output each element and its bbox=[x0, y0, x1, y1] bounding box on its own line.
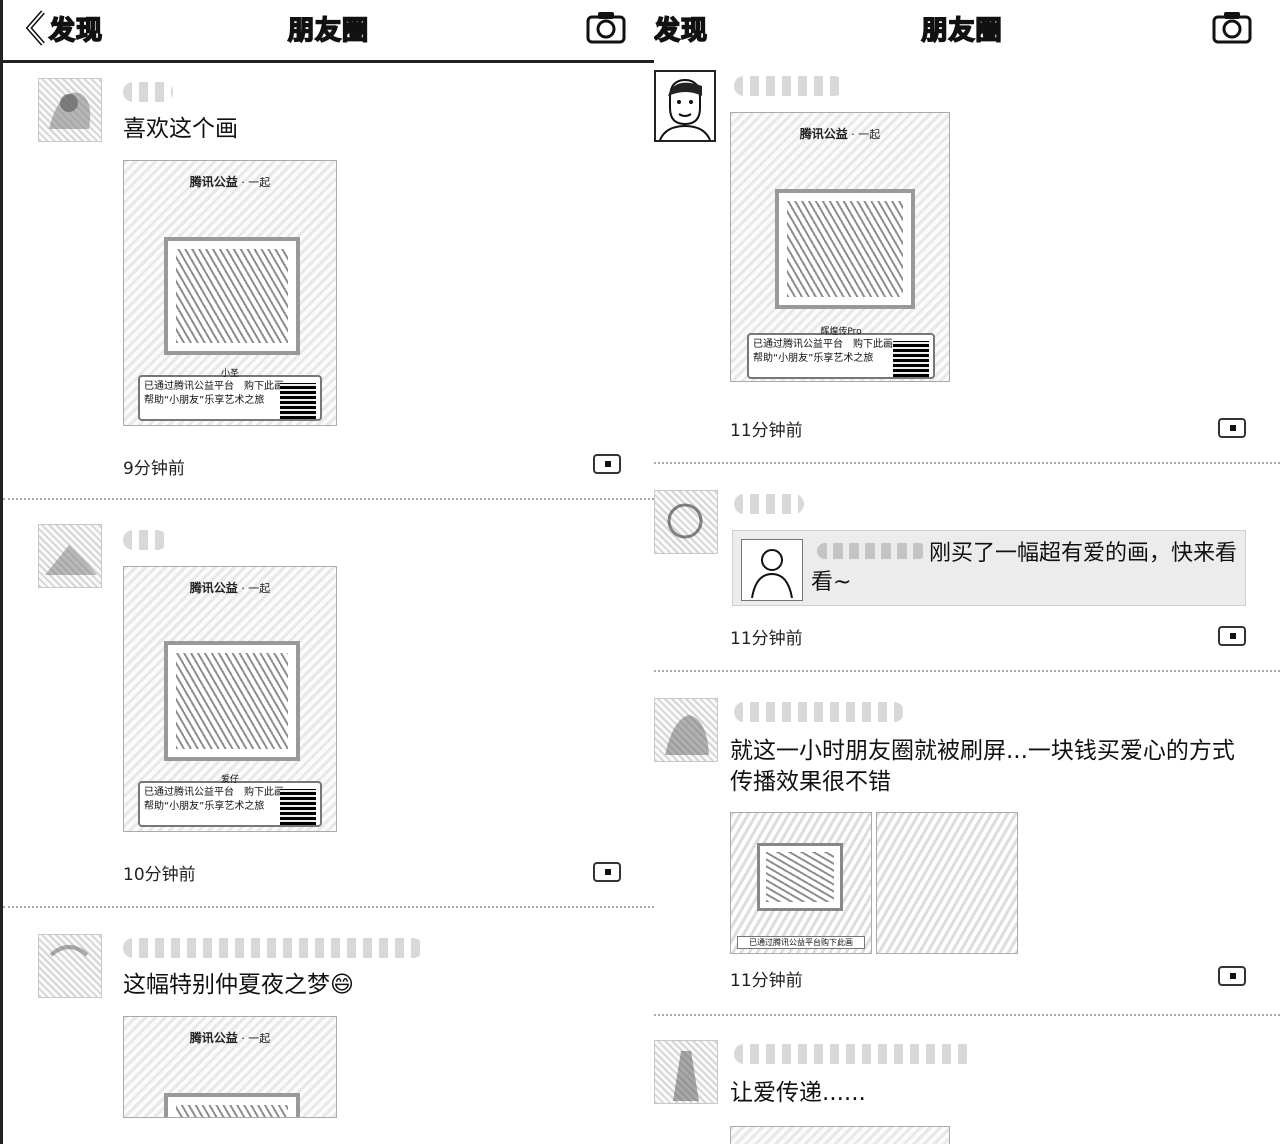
shared-text: 刚买了一幅超有爱的画，快来看看~ bbox=[811, 541, 1238, 595]
page-title: 朋友圈 bbox=[287, 15, 369, 47]
card-line: 已通过腾讯公益平台 购下此画 bbox=[753, 339, 893, 350]
nav-bar: 发现 朋友圈 bbox=[3, 0, 654, 63]
post-image[interactable] bbox=[730, 1126, 950, 1144]
post-divider bbox=[3, 906, 654, 908]
brand-label: 腾讯公益 bbox=[189, 175, 238, 189]
qr-code bbox=[893, 341, 929, 377]
back-label: 发现 bbox=[654, 15, 709, 47]
painting-frame bbox=[757, 843, 843, 911]
post-text: 喜欢这个画 bbox=[123, 116, 238, 142]
moments-panel-right: 发现 朋友圈 腾讯公益 · 一起 辉煌传Pro 已通过腾讯公益平台 购下此画 帮… bbox=[654, 0, 1280, 1144]
brand-label: 腾讯公益 bbox=[189, 1031, 238, 1045]
donation-card: 爱仔 已通过腾讯公益平台 购下此画 帮助“小朋友”乐享艺术之旅 bbox=[138, 775, 322, 827]
post-image[interactable] bbox=[876, 812, 1018, 954]
card-name: 小圣 bbox=[220, 369, 239, 379]
camera-icon[interactable] bbox=[586, 10, 626, 44]
card-name: 爱仔 bbox=[220, 775, 239, 785]
user-name[interactable] bbox=[123, 938, 423, 958]
post-text: 让爱传递...... bbox=[730, 1080, 866, 1106]
card-line: 帮助“小朋友”乐享艺术之旅 bbox=[753, 353, 874, 364]
post-text: 这幅特别仲夏夜之梦😄 bbox=[123, 972, 354, 998]
shared-link-card[interactable]: 刚买了一幅超有爱的画，快来看看~ bbox=[732, 530, 1246, 606]
donation-card: 小圣 已通过腾讯公益平台 购下此画 帮助“小朋友”乐享艺术之旅 bbox=[138, 369, 322, 421]
moments-panel-left: 发现 朋友圈 喜欢这个画 腾讯公益 · 一起 小圣 已通过腾讯公益平台 购下此画… bbox=[0, 0, 654, 1144]
post-time: 9分钟前 bbox=[123, 459, 185, 479]
brand-sub: 一起 bbox=[248, 582, 271, 595]
post-divider bbox=[3, 498, 654, 500]
post-image[interactable]: 已通过腾讯公益平台购下此画 bbox=[730, 812, 872, 954]
card-line: 帮助“小朋友”乐享艺术之旅 bbox=[144, 395, 265, 406]
avatar[interactable] bbox=[38, 78, 102, 142]
user-name[interactable] bbox=[123, 530, 167, 550]
qr-code bbox=[280, 383, 316, 419]
post-time: 11分钟前 bbox=[730, 629, 803, 649]
brand-label: 腾讯公益 bbox=[799, 127, 848, 141]
brand-label: 腾讯公益 bbox=[189, 581, 238, 595]
painting-frame bbox=[164, 1093, 300, 1117]
user-name[interactable] bbox=[734, 494, 804, 514]
chevron-left-icon bbox=[25, 10, 45, 46]
page-title: 朋友圈 bbox=[921, 15, 1003, 47]
card-line: 帮助“小朋友”乐享艺术之旅 bbox=[144, 801, 265, 812]
shared-thumbnail bbox=[741, 539, 803, 601]
card-line: 已通过腾讯公益平台 购下此画 bbox=[144, 381, 284, 392]
post-divider bbox=[654, 670, 1280, 672]
painting-frame bbox=[164, 237, 300, 355]
post-time: 10分钟前 bbox=[123, 865, 196, 885]
brand-sub: 一起 bbox=[858, 128, 881, 141]
thumb-caption: 已通过腾讯公益平台购下此画 bbox=[737, 936, 865, 949]
back-label: 发现 bbox=[48, 15, 104, 47]
avatar[interactable] bbox=[654, 490, 718, 554]
user-name[interactable] bbox=[734, 702, 904, 722]
user-name[interactable] bbox=[734, 76, 844, 96]
nav-bar: 发现 朋友圈 bbox=[654, 0, 1280, 60]
post-divider bbox=[654, 462, 1280, 464]
post-time: 11分钟前 bbox=[730, 421, 803, 441]
avatar[interactable] bbox=[654, 70, 716, 142]
comment-dots-icon[interactable] bbox=[593, 862, 621, 882]
back-button[interactable]: 发现 bbox=[654, 8, 708, 48]
post-time: 11分钟前 bbox=[730, 971, 803, 991]
brand-sub: 一起 bbox=[248, 1032, 271, 1045]
painting-frame bbox=[775, 189, 915, 309]
comment-dots-icon[interactable] bbox=[593, 454, 621, 474]
donation-card: 辉煌传Pro 已通过腾讯公益平台 购下此画 帮助“小朋友”乐享艺术之旅 bbox=[747, 327, 935, 379]
comment-dots-icon[interactable] bbox=[1218, 966, 1246, 986]
emoji: 😄 bbox=[330, 972, 354, 998]
back-button[interactable]: 发现 bbox=[23, 8, 103, 48]
painting-frame bbox=[164, 641, 300, 761]
card-name: 辉煌传Pro bbox=[820, 327, 862, 337]
comment-dots-icon[interactable] bbox=[1218, 626, 1246, 646]
post-divider bbox=[654, 1014, 1280, 1016]
shared-user-name bbox=[817, 543, 927, 559]
avatar[interactable] bbox=[654, 1040, 718, 1104]
qr-code bbox=[280, 789, 316, 825]
avatar[interactable] bbox=[38, 934, 102, 998]
avatar[interactable] bbox=[654, 698, 718, 762]
post-text: 就这一小时朋友圈就被刷屏...一块钱买爱心的方式传播效果很不错 bbox=[730, 738, 1235, 795]
card-line: 已通过腾讯公益平台 购下此画 bbox=[144, 787, 284, 798]
avatar[interactable] bbox=[38, 524, 102, 588]
brand-sub: 一起 bbox=[248, 176, 271, 189]
user-name[interactable] bbox=[734, 1044, 974, 1064]
camera-icon[interactable] bbox=[1212, 10, 1252, 44]
post-image[interactable]: 腾讯公益 · 一起 爱仔 已通过腾讯公益平台 购下此画 帮助“小朋友”乐享艺术之… bbox=[123, 566, 337, 832]
post-image[interactable]: 腾讯公益 · 一起 小圣 已通过腾讯公益平台 购下此画 帮助“小朋友”乐享艺术之… bbox=[123, 160, 337, 426]
comment-dots-icon[interactable] bbox=[1218, 418, 1246, 438]
post-image[interactable]: 腾讯公益 · 一起 辉煌传Pro 已通过腾讯公益平台 购下此画 帮助“小朋友”乐… bbox=[730, 112, 950, 382]
post-image[interactable]: 腾讯公益 · 一起 bbox=[123, 1016, 337, 1118]
user-name[interactable] bbox=[123, 82, 173, 102]
